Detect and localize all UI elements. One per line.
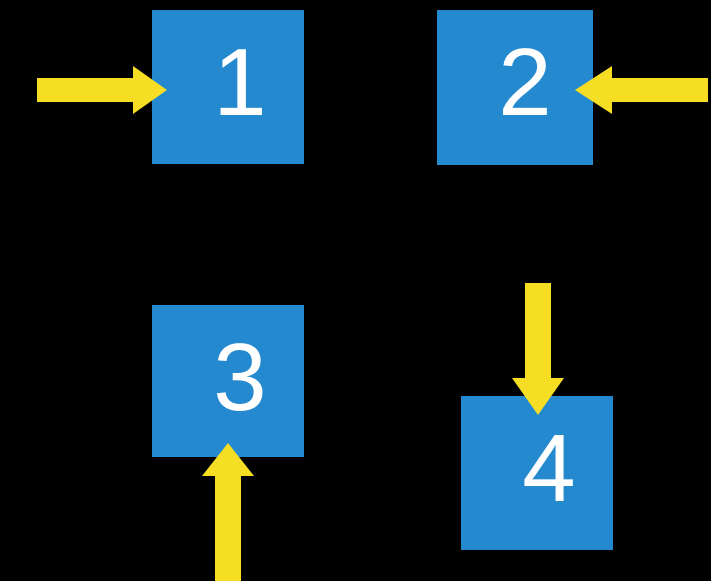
node-box-1[interactable] xyxy=(152,10,304,164)
node-box-2[interactable] xyxy=(437,10,593,165)
arrow-up-icon xyxy=(202,443,254,581)
node-box-4[interactable] xyxy=(461,396,613,550)
arrow-left-icon xyxy=(575,66,708,114)
arrow-down-icon xyxy=(512,283,564,415)
node-label-4: 4 xyxy=(522,415,576,522)
node-box-3[interactable] xyxy=(152,305,304,457)
arrow-right-icon xyxy=(37,66,167,114)
node-label-3: 3 xyxy=(213,324,267,431)
node-label-2: 2 xyxy=(498,29,552,136)
node-label-1: 1 xyxy=(213,29,267,136)
